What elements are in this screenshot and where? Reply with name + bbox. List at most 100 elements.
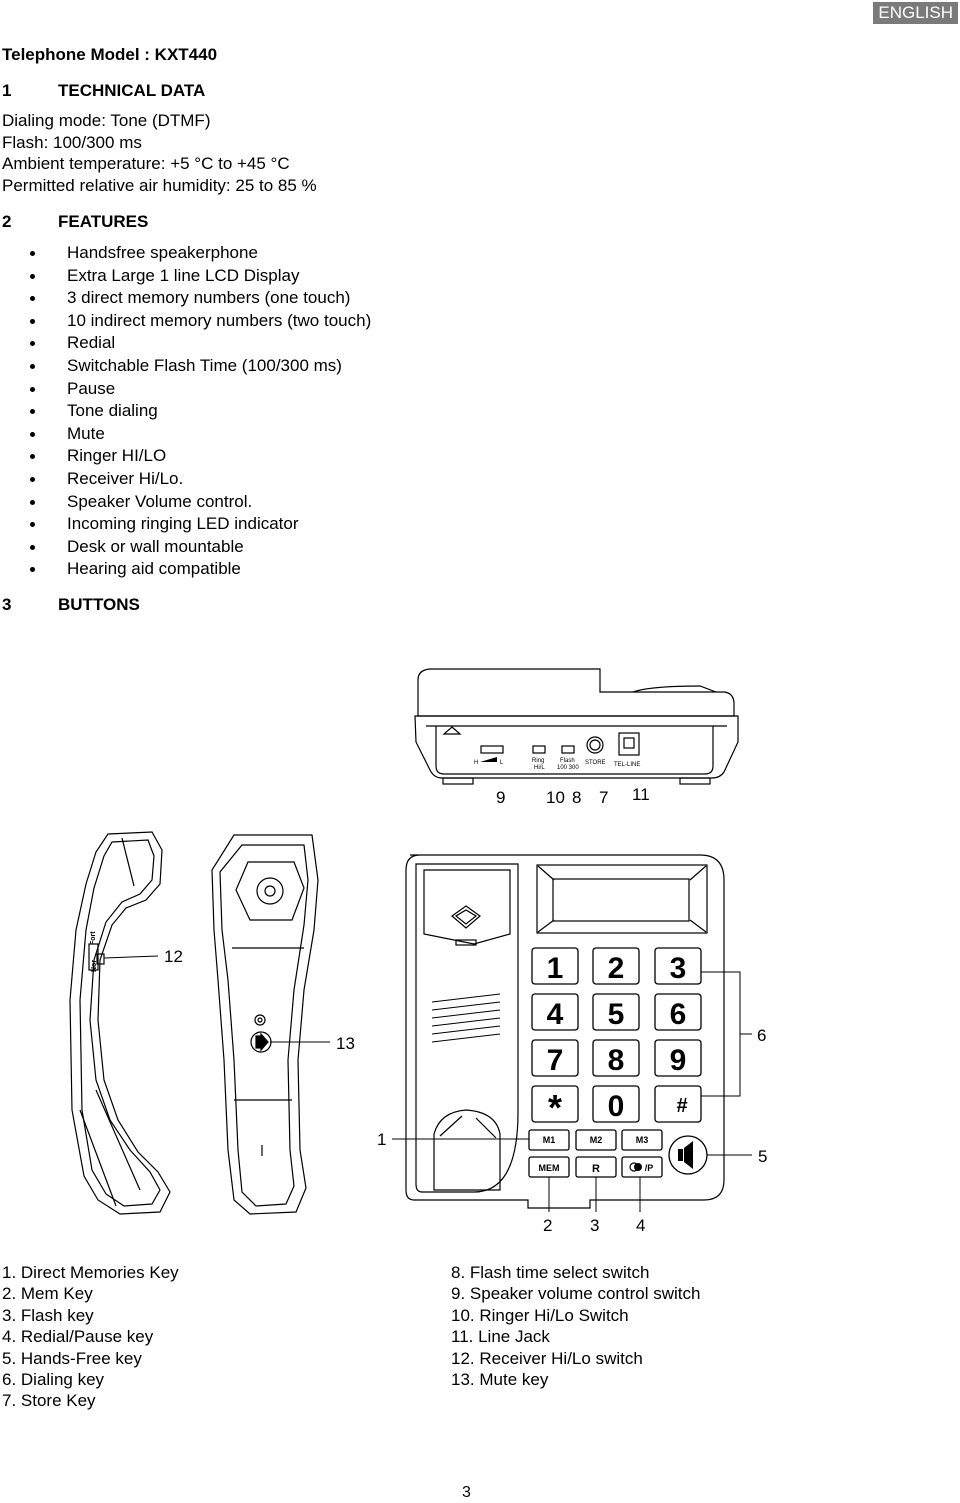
legend-left: 1. Direct Memories Key 2. Mem Key 3. Fla… [2, 1262, 179, 1412]
key-9: 9 [670, 1044, 687, 1077]
handset-side-view [69, 831, 171, 1215]
document-title: Telephone Model : KXT440 [2, 45, 218, 64]
callout-1: 1 [377, 1130, 386, 1149]
legend-item: 13. Mute key [451, 1370, 549, 1390]
section-label: BUTTONS [58, 595, 140, 614]
nor-label: Nor [91, 960, 98, 972]
callout-6: 6 [757, 1026, 766, 1045]
callout-5: 5 [758, 1147, 767, 1166]
legend-item: 1. Direct Memories Key [2, 1263, 179, 1282]
tech-line: Permitted relative air humidity: 25 to 8… [2, 175, 317, 195]
callout-9: 9 [496, 788, 505, 807]
feature-item: 10 indirect memory numbers (two touch) [28, 310, 371, 333]
key-hash: # [676, 1095, 687, 1117]
section-label: TECHNICAL DATA [58, 81, 206, 100]
key-6: 6 [670, 998, 687, 1031]
key-7: 7 [547, 1044, 564, 1077]
key-8: 8 [608, 1044, 625, 1077]
rear-callouts: 9 10 8 7 11 [496, 785, 650, 807]
key-star: * [548, 1087, 562, 1128]
callout-8: 8 [572, 788, 581, 807]
legend-item: 8. Flash time select switch [451, 1263, 650, 1282]
legend-right: 8. Flash time select switch 9. Speaker v… [451, 1262, 700, 1390]
volume-wedge-icon [480, 757, 497, 762]
key-4: 4 [547, 998, 564, 1031]
flash-ms-label: 100 300 [557, 765, 579, 771]
rear-view [414, 668, 739, 785]
feature-item: Mute [28, 423, 371, 446]
callout-10: 10 [546, 788, 565, 807]
function-key-labels: M1 M2 M3 MEM R /P [539, 1135, 654, 1175]
technical-data-list: Dialing mode: Tone (DTMF) Flash: 100/300… [2, 110, 317, 196]
features-list: Handsfree speakerphone Extra Large 1 lin… [28, 242, 371, 581]
feature-item: Desk or wall mountable [28, 536, 371, 559]
key-3: 3 [670, 952, 687, 985]
feature-item: Switchable Flash Time (100/300 ms) [28, 355, 371, 378]
telephone-diagram: H L Ring Hi/L Flash 100 300 STORE TEL-LI… [69, 668, 767, 1235]
feature-item: Hearing aid compatible [28, 558, 371, 581]
key-mem: MEM [539, 1163, 560, 1173]
legend-item: 10. Ringer Hi/Lo Switch [451, 1305, 629, 1325]
section-heading-tech: 1 TECHNICAL DATA [2, 81, 205, 101]
feature-item: Receiver Hi/Lo. [28, 468, 371, 491]
tech-line: Flash: 100/300 ms [2, 132, 142, 152]
callout-3: 3 [590, 1216, 599, 1235]
key-r: R [592, 1163, 600, 1175]
ring-label: Ring [532, 758, 544, 764]
feature-item: 3 direct memory numbers (one touch) [28, 287, 371, 310]
section-number: 2 [2, 212, 12, 231]
dial-key-labels: 1 2 3 4 5 6 7 8 9 * 0 # [547, 952, 688, 1128]
lo-label: L [500, 760, 504, 766]
legend-item: 4. Redial/Pause key [2, 1327, 154, 1347]
hi-label: H [474, 760, 478, 766]
language-badge: ENGLISH [873, 2, 958, 24]
feature-item: Redial [28, 332, 371, 355]
key-m2: M2 [590, 1135, 603, 1145]
feature-item: Tone dialing [28, 400, 371, 423]
feature-item: Handsfree speakerphone [28, 242, 371, 265]
section-heading-buttons: 3 BUTTONS [2, 595, 140, 615]
callout-7: 7 [599, 788, 608, 807]
tel-line-label: TEL-LINE [614, 762, 640, 768]
callout-12: 12 [164, 947, 183, 966]
callout-13: 13 [336, 1034, 355, 1053]
feature-item: Ringer HI/LO [28, 445, 371, 468]
legend-item: 2. Mem Key [2, 1284, 93, 1304]
speaker-icon [678, 1141, 693, 1169]
legend-item: 3. Flash key [2, 1305, 94, 1325]
key-0: 0 [608, 1090, 625, 1123]
dial-keypad [531, 947, 702, 1123]
legend-item: 5. Hands-Free key [2, 1348, 142, 1368]
fort-label: Fort [90, 931, 97, 945]
flash-label: Flash [560, 758, 575, 764]
legend-item: 9. Speaker volume control switch [451, 1284, 701, 1304]
front-callouts: 12 13 6 1 5 2 3 4 [164, 947, 767, 1235]
section-label: FEATURES [58, 212, 149, 231]
key-m3: M3 [636, 1135, 649, 1145]
callout-lines [103, 955, 752, 1212]
legend-item: 11. Line Jack [451, 1327, 550, 1347]
ring-hl-label: Hi/L [534, 765, 545, 771]
callout-11: 11 [632, 785, 650, 804]
handset-side-labels: Nor Fort [90, 931, 98, 972]
speaker-grille [431, 993, 501, 1043]
legend-item: 7. Store Key [2, 1391, 96, 1411]
store-label: STORE [585, 760, 606, 766]
legend-item: 6. Dialing key [2, 1370, 105, 1390]
key-m1: M1 [543, 1135, 556, 1145]
page-number: 3 [462, 1484, 471, 1501]
callout-2: 2 [543, 1216, 552, 1235]
tech-line: Dialing mode: Tone (DTMF) [2, 111, 211, 130]
base-unit [405, 854, 725, 1209]
feature-item: Speaker Volume control. [28, 491, 371, 514]
handset-front-view [211, 834, 319, 1215]
section-number: 1 [2, 81, 12, 100]
redial-icon [629, 1162, 642, 1172]
key-2: 2 [608, 952, 625, 985]
key-5: 5 [608, 998, 625, 1031]
section-number: 3 [2, 595, 12, 614]
legend-item: 12. Receiver Hi/Lo switch [451, 1348, 643, 1368]
tech-line: Ambient temperature: +5 °C to +45 °C [2, 154, 290, 173]
section-heading-features: 2 FEATURES [2, 212, 148, 232]
feature-item: Incoming ringing LED indicator [28, 513, 371, 536]
